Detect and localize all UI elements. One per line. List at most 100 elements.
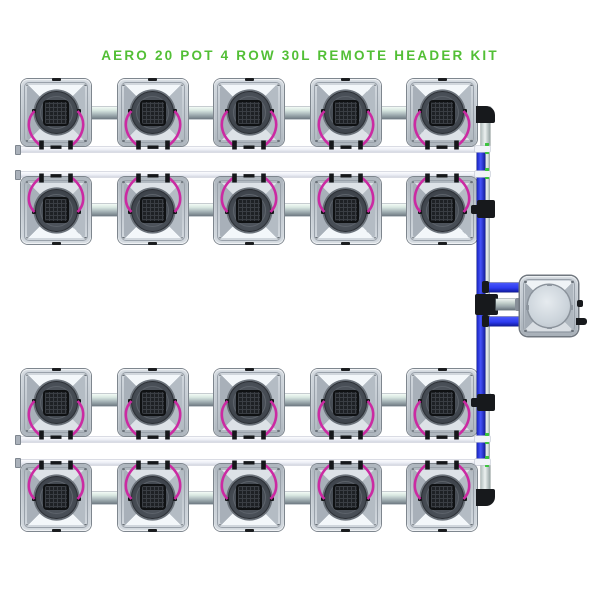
- tube-foot-fitting: [68, 140, 73, 150]
- pot-frame: [410, 82, 474, 143]
- pot-screw-3: [180, 429, 184, 432]
- pot-screw-0: [315, 83, 318, 87]
- pot-row-3-4: [310, 368, 381, 440]
- sprayer-tube: [27, 463, 42, 500]
- manifold-pipe-segment: [90, 492, 119, 504]
- pot-lid-ring: [136, 96, 169, 129]
- pot-screw-3: [373, 429, 377, 432]
- manifold-pipe-segment: [186, 393, 215, 406]
- tube-foot-fitting: [425, 430, 430, 440]
- pot-screw-3: [277, 429, 280, 432]
- feed-pipe-clip: [340, 461, 351, 465]
- manifold-pipe-segment: [379, 107, 408, 119]
- sprayer-tubes: [27, 460, 85, 500]
- pot-lid-ring: [329, 386, 362, 419]
- junction-lock-green: [484, 464, 490, 468]
- tee-fitting-row-2: [476, 200, 495, 218]
- pot-top-clip: [51, 368, 61, 371]
- sprayer-tube: [317, 463, 331, 500]
- manifold-pipe-segment: [283, 107, 312, 119]
- pot-frame: [313, 372, 378, 433]
- tube-foot-fitting: [135, 430, 141, 440]
- pot-row-2-3: [214, 173, 284, 245]
- feed-pipe-clip: [340, 173, 351, 177]
- sprayer-tube: [70, 175, 85, 213]
- sprayer-tubes: [124, 110, 181, 150]
- sprayer-tube: [167, 400, 181, 437]
- pot-screw-2: [411, 139, 415, 142]
- sprayer-tube: [167, 463, 181, 500]
- sprayer-tubes: [27, 400, 85, 440]
- tube-foot-fitting: [135, 173, 141, 182]
- pot-screw-0: [411, 373, 415, 377]
- pot-screw-1: [373, 83, 377, 87]
- tank-lid-tab: [570, 304, 573, 310]
- pot-lid-ring: [232, 386, 266, 419]
- feed-pipe-clip: [147, 461, 158, 465]
- tank-level-nub: [577, 300, 583, 307]
- pot-screw-2: [411, 429, 415, 432]
- pot-row-2-4: [310, 173, 381, 245]
- pot-screw-0: [122, 373, 125, 377]
- pot-lid: [34, 381, 78, 424]
- cross-fitting-header: [474, 294, 498, 315]
- sprayer-tube: [124, 110, 138, 147]
- tube-foot-fitting: [328, 173, 334, 182]
- junction-lock-green: [484, 151, 490, 155]
- manifold-pipe-segment: [379, 393, 408, 406]
- feed-pipe-row-1: [17, 146, 489, 152]
- tube-foot-fitting: [39, 460, 44, 470]
- manifold-pipe-segment: [186, 107, 215, 119]
- pot-row-3-2: [117, 368, 188, 440]
- tube-foot-fitting: [39, 173, 44, 182]
- pot-screw-2: [122, 429, 125, 432]
- sprayer-tube: [124, 400, 138, 437]
- feed-pipe-clip: [436, 173, 448, 177]
- pot-frame: [217, 372, 281, 433]
- sprayer-tube: [456, 463, 471, 500]
- sprayer-tubes: [124, 400, 181, 440]
- pot-row-2-5: [407, 173, 477, 245]
- tube-foot-fitting: [454, 430, 459, 440]
- tank-screw-2: [524, 329, 527, 332]
- sprayer-tube: [220, 110, 235, 147]
- sprayer-tube: [317, 175, 331, 213]
- tank-screw-3: [571, 329, 574, 332]
- pot-screw-3: [84, 139, 87, 142]
- pot-frame: [217, 82, 281, 143]
- tube-foot-fitting: [425, 140, 430, 150]
- tube-foot-fitting: [68, 460, 73, 470]
- tee-fitting-row-3: [476, 393, 495, 411]
- pot-top-clip: [437, 78, 447, 81]
- riser-feed-junction: [474, 459, 490, 465]
- sprayer-tube: [263, 463, 278, 500]
- sprayer-tube: [317, 400, 331, 437]
- net-basket: [431, 391, 453, 414]
- pot-row-1-2: [117, 78, 188, 150]
- tube-foot-fitting: [164, 140, 170, 150]
- pot-screw-2: [218, 429, 222, 432]
- feed-pipe-clip: [50, 173, 62, 177]
- sprayer-tube: [263, 110, 278, 147]
- pot-screw-1: [470, 373, 473, 377]
- tube-foot-fitting: [425, 460, 430, 470]
- tank-frame: [523, 279, 575, 333]
- tube-foot-fitting: [328, 430, 334, 440]
- tube-foot-fitting: [357, 430, 363, 440]
- pot-row-2-1: [21, 173, 91, 245]
- sprayer-tubes: [317, 110, 374, 150]
- net-basket: [141, 101, 164, 124]
- sprayer-tubes: [124, 173, 181, 213]
- sprayer-tubes: [317, 460, 374, 500]
- feed-pipe-row-3: [17, 436, 489, 442]
- sprayer-tube: [413, 110, 428, 147]
- sprayer-tubes: [27, 110, 85, 150]
- junction-lock-green: [484, 168, 490, 171]
- pot-screw-3: [373, 139, 377, 142]
- sprayer-tube: [413, 400, 428, 437]
- pot-row-3-3: [214, 368, 284, 440]
- pot-screw-3: [470, 429, 473, 432]
- pot-frame: [120, 82, 185, 143]
- pot-lid: [131, 381, 174, 424]
